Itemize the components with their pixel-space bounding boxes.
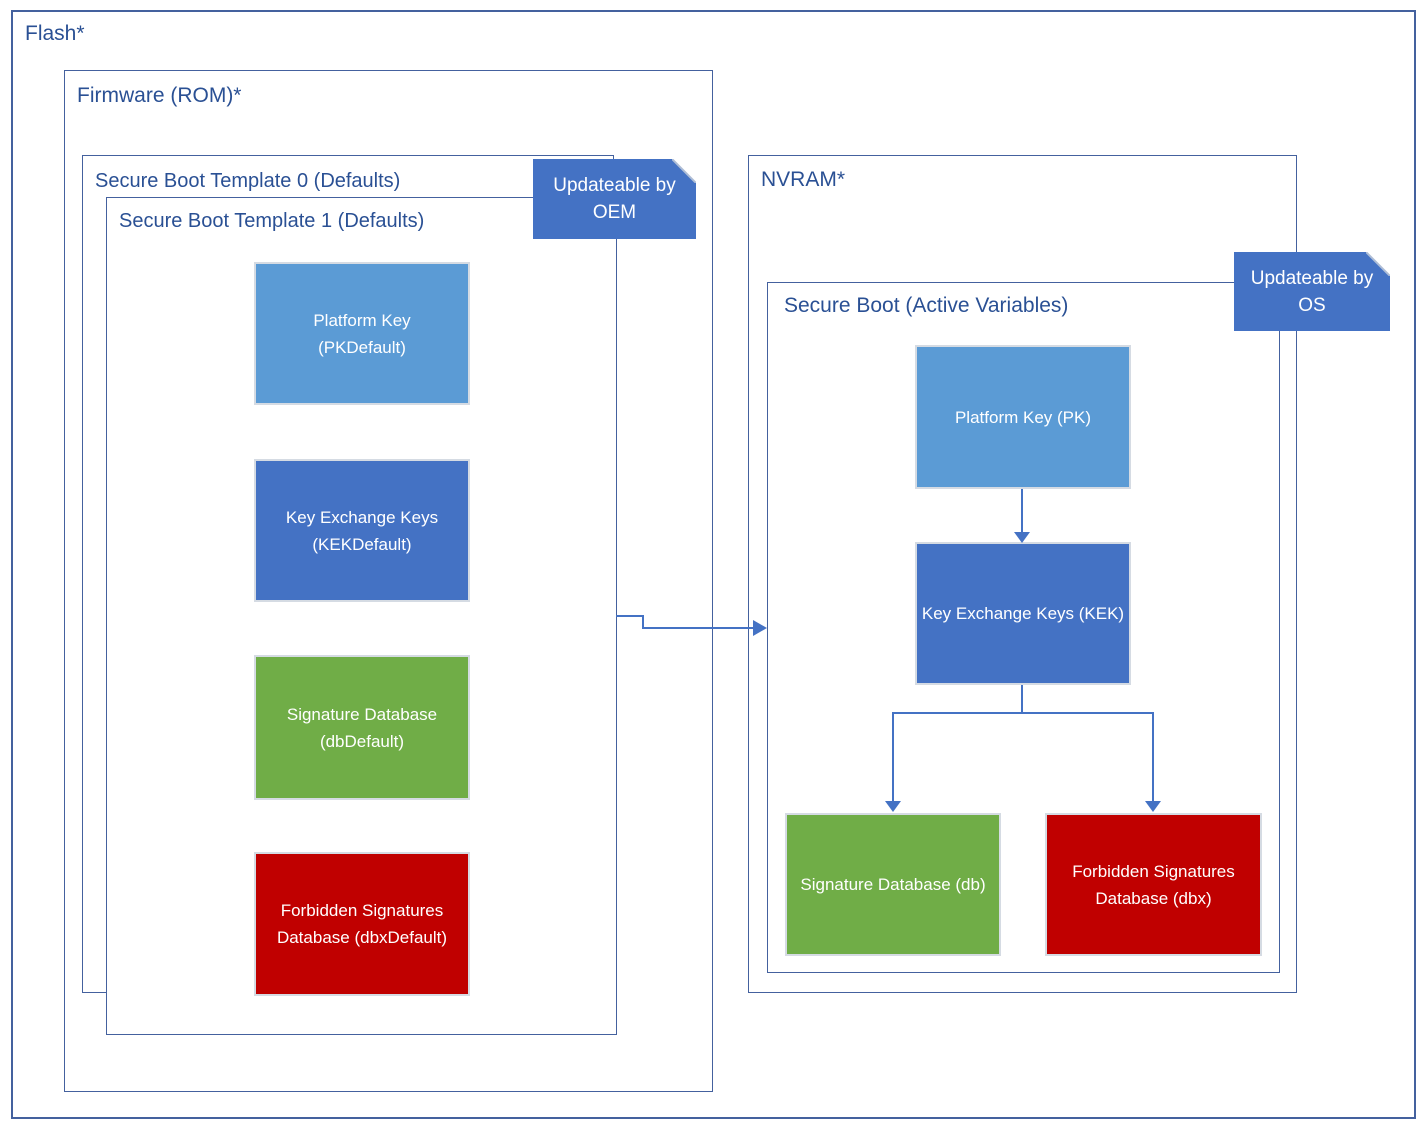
dbx-box: Forbidden Signatures Database (dbx) <box>1045 813 1262 956</box>
flash-label: Flash* <box>25 22 85 45</box>
pk-box: Platform Key (PK) <box>915 345 1131 489</box>
secure-boot-template-0-label: Secure Boot Template 0 (Defaults) <box>95 170 401 192</box>
os-note-fold-icon <box>1366 252 1390 276</box>
dbdefault-label-line1: Signature Database <box>286 704 438 724</box>
kek-label: Key Exchange Keys (KEK) <box>921 604 1125 623</box>
arrowhead-right-icon <box>753 620 767 636</box>
updateable-by-os-note: Updateable by OS <box>1234 252 1390 331</box>
dbxdefault-label-line2: Database (dbxDefault) <box>276 928 448 947</box>
arrowhead-down-icon <box>885 801 901 812</box>
kekdefault-box: Key Exchange Keys (KEKDefault) <box>254 459 470 602</box>
pkdefault-box: Platform Key (PKDefault) <box>254 262 470 405</box>
dbx-label-line1: Forbidden Signatures <box>1072 861 1235 881</box>
db-label: Signature Database (db) <box>800 875 986 894</box>
secure-boot-template-1-label: Secure Boot Template 1 (Defaults) <box>119 210 425 232</box>
secure-boot-active-variables-label: Secure Boot (Active Variables) <box>784 294 1069 317</box>
dbxdefault-label-line1: Forbidden Signatures <box>280 901 444 920</box>
updateable-by-oem-label: Updateable by OEM <box>553 175 676 223</box>
dbdefault-box: Signature Database (dbDefault) <box>254 655 470 800</box>
dbxdefault-box: Forbidden Signatures Database (dbxDefaul… <box>254 852 470 996</box>
dbdefault-label-line2: (dbDefault) <box>319 731 405 751</box>
firmware-rom-label: Firmware (ROM)* <box>77 84 242 107</box>
kekdefault-label-line1: Key Exchange Keys <box>285 507 439 527</box>
arrowhead-down-icon <box>1014 532 1030 543</box>
oem-note-fold-icon <box>672 159 696 183</box>
pkdefault-label-line2: (PKDefault) <box>318 337 406 357</box>
nvram-label: NVRAM* <box>761 168 846 191</box>
kekdefault-label-line2: (KEKDefault) <box>312 534 412 554</box>
pk-label: Platform Key (PK) <box>954 407 1092 427</box>
kek-box: Key Exchange Keys (KEK) <box>915 542 1131 685</box>
pkdefault-label-line1: Platform Key <box>313 310 411 330</box>
arrowhead-down-icon <box>1145 801 1161 812</box>
dbx-label-line2: Database (dbx) <box>1095 888 1212 908</box>
updateable-by-oem-note: Updateable by OEM <box>533 159 696 239</box>
db-box: Signature Database (db) <box>785 813 1001 956</box>
updateable-by-os-label: Updateable by OS <box>1250 267 1374 316</box>
